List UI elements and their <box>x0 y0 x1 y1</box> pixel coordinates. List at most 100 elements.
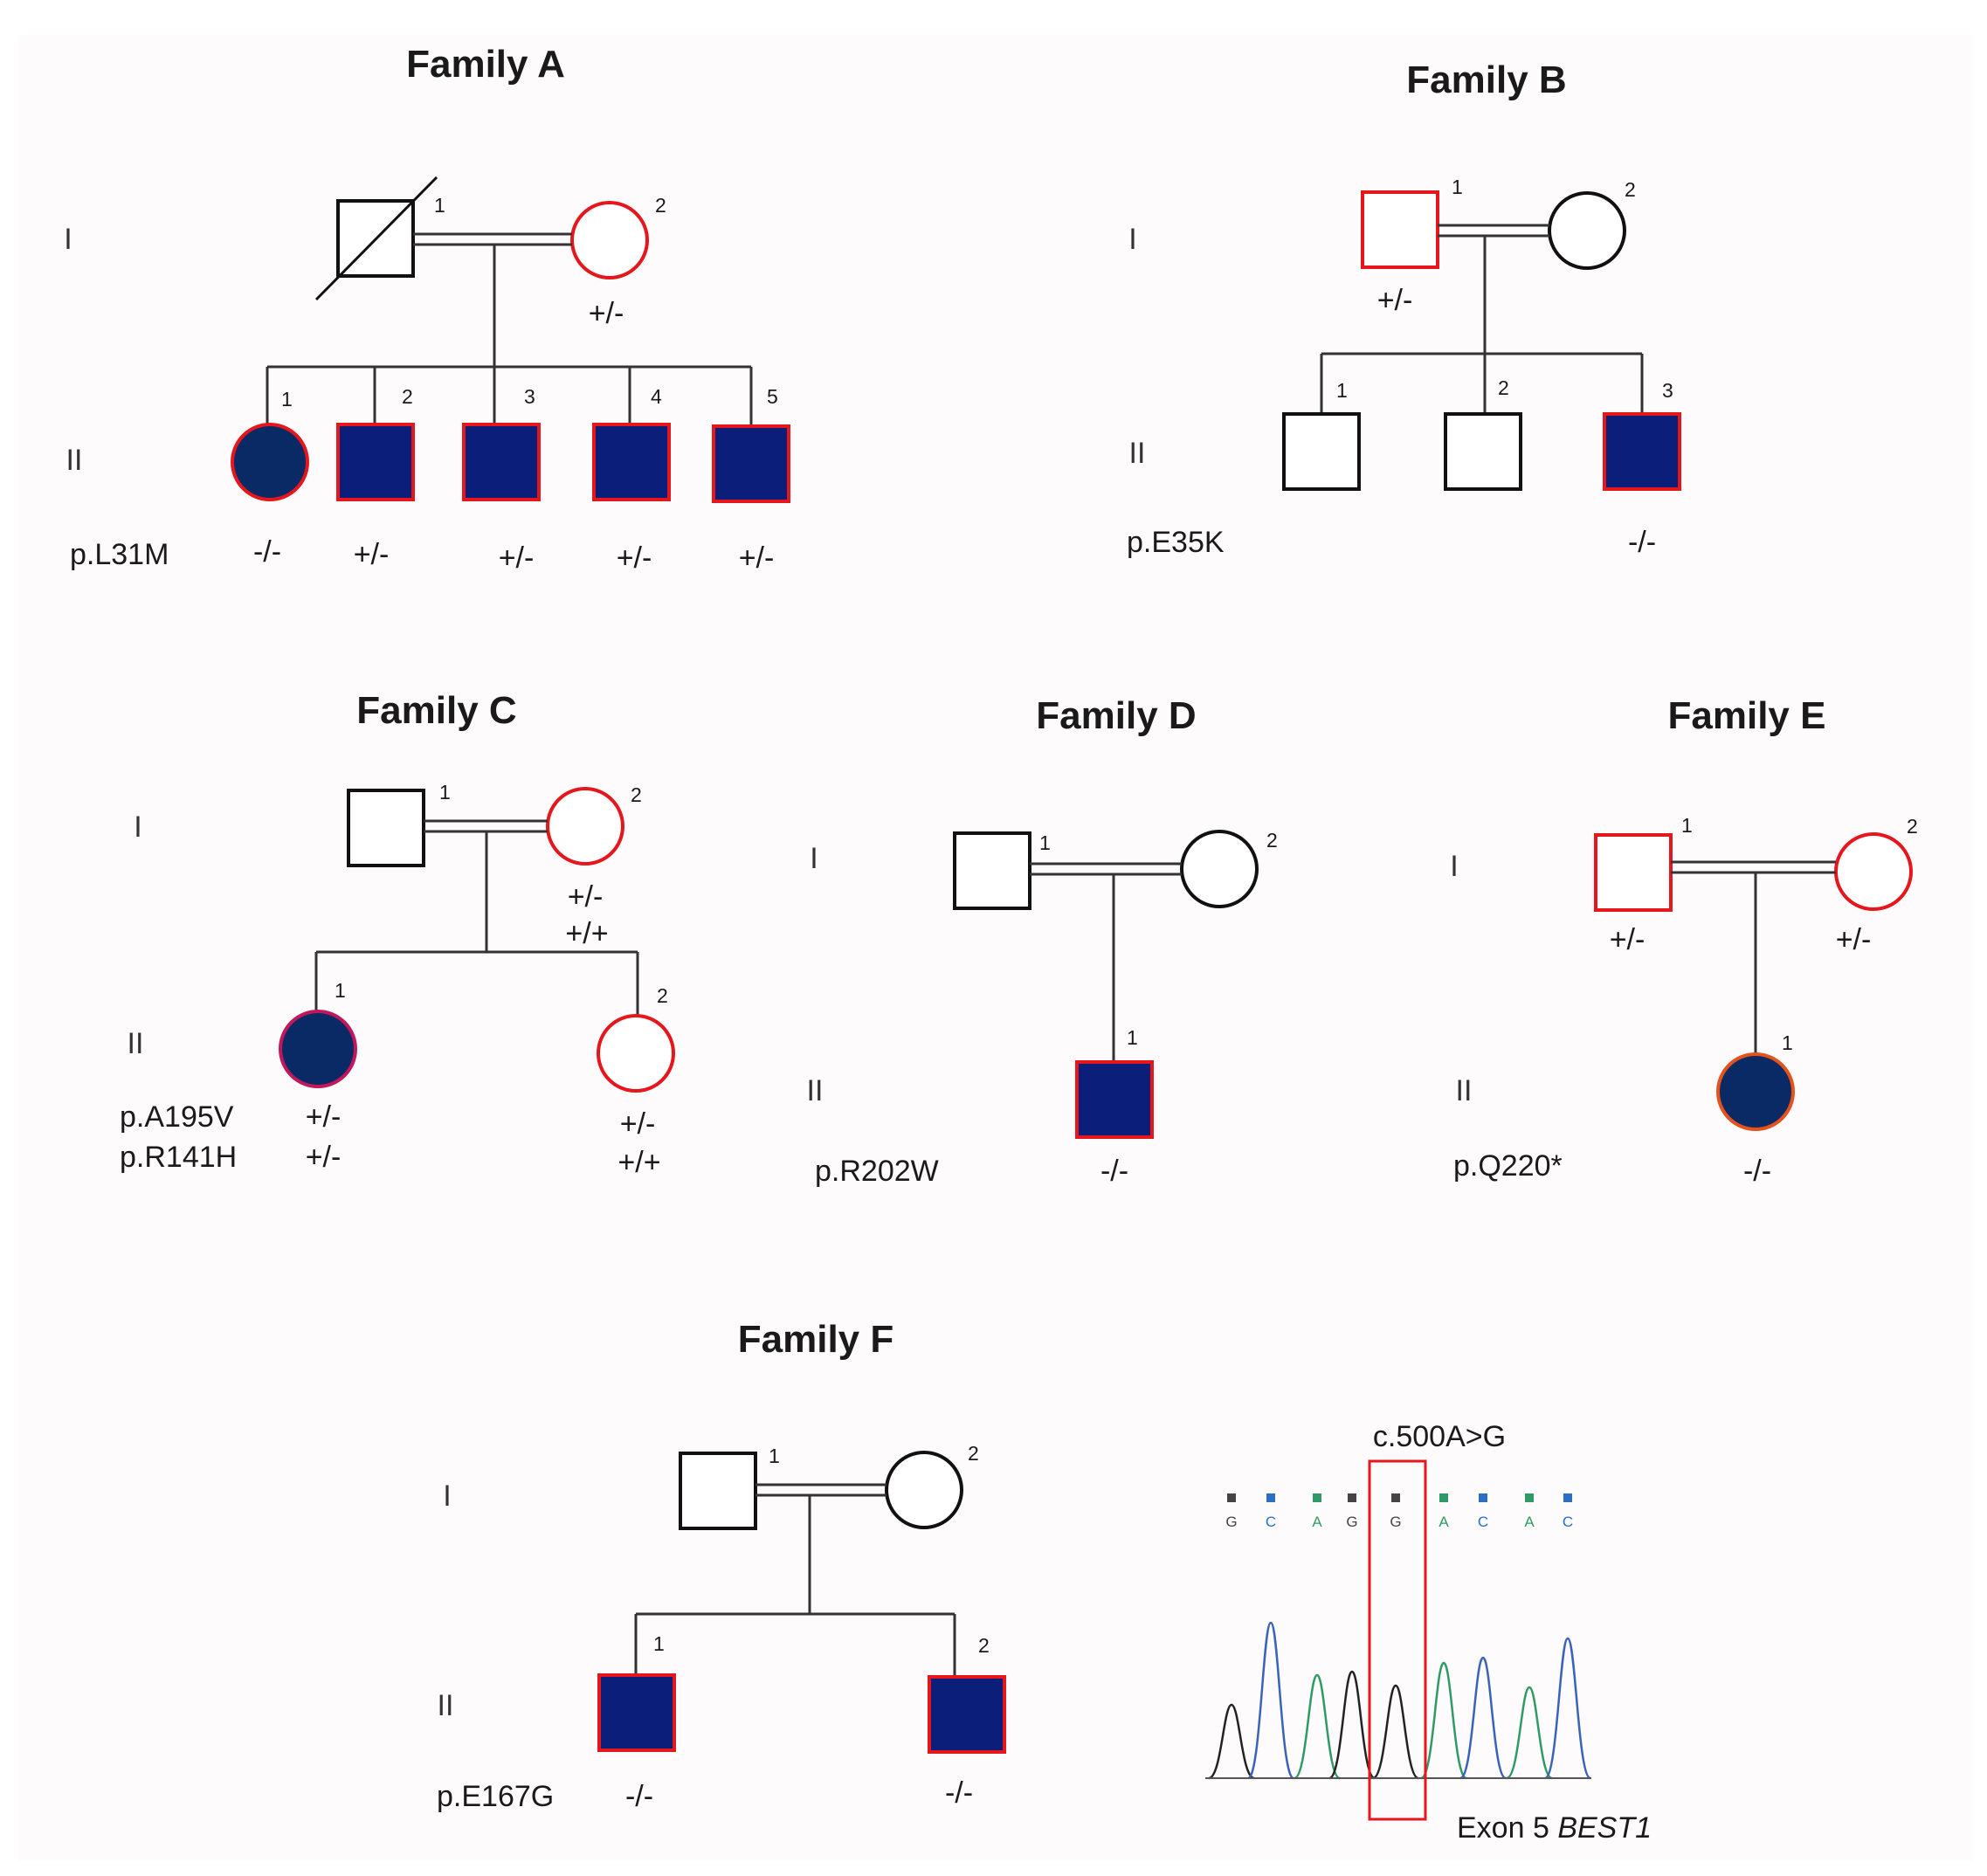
family-d-i1-number: 1 <box>1039 831 1051 854</box>
family-c-ii1-genotype-1: +/- <box>306 1100 342 1134</box>
family-f-generation-ii: II <box>438 1689 454 1722</box>
family-d-ii1-genotype: -/- <box>1100 1155 1128 1188</box>
family-e-ii1-genotype: -/- <box>1743 1155 1771 1188</box>
family-a-ii2-number: 2 <box>402 385 413 408</box>
family-e-title: Family E <box>1668 694 1826 737</box>
chromatogram-peak <box>1420 1661 1467 1780</box>
family-c-ii1-affected-female <box>279 1010 357 1088</box>
family-a-ii1-genotype: -/- <box>253 535 281 569</box>
family-e-generation-ii: II <box>1456 1074 1473 1107</box>
exon-label: Exon 5 <box>1457 1811 1557 1845</box>
family-a-ii3-affected-male <box>462 423 541 501</box>
base-call-marker <box>1391 1493 1400 1502</box>
family-a-variant: p.L31M <box>70 538 169 571</box>
family-e-i2-genotype: +/- <box>1836 923 1872 956</box>
family-a-generation-ii: II <box>66 444 83 477</box>
base-call-letter: C <box>1563 1514 1573 1530</box>
family-a-i1-number: 1 <box>434 194 445 217</box>
base-call-marker <box>1563 1493 1572 1502</box>
family-d-variant: p.R202W <box>815 1155 939 1188</box>
family-a-ii2-affected-male <box>336 423 415 501</box>
family-c-ii2-genotype-1: +/- <box>620 1107 656 1141</box>
family-c-mother-carrier-circle <box>546 787 624 866</box>
family-a-deceased-slash <box>314 176 438 301</box>
base-call-marker <box>1227 1493 1236 1502</box>
base-call-letter: A <box>1439 1514 1449 1530</box>
family-f-ii1-number: 1 <box>653 1632 665 1655</box>
base-call-marker <box>1348 1493 1356 1502</box>
base-call-letter: G <box>1390 1514 1401 1530</box>
base-call-marker <box>1479 1493 1487 1502</box>
chromatogram-peak <box>1459 1656 1507 1780</box>
family-d-generation-ii: II <box>807 1074 824 1107</box>
family-f-ii1-genotype: -/- <box>625 1780 653 1813</box>
family-e-ii1-number: 1 <box>1782 1031 1793 1054</box>
mutation-label: c.500A>G <box>1373 1420 1506 1453</box>
family-a-ii4-affected-male <box>592 423 671 501</box>
family-d-ii1-affected-male <box>1075 1060 1154 1139</box>
family-e-mother-carrier-circle <box>1834 832 1913 911</box>
family-b-ii3-number: 3 <box>1662 379 1673 402</box>
family-b-generation-i: I <box>1128 223 1136 256</box>
family-d-i2-number: 2 <box>1266 829 1278 852</box>
family-c-generation-i: I <box>134 810 141 844</box>
family-b-variant: p.E35K <box>1127 526 1225 559</box>
family-b-father-carrier-square <box>1361 190 1439 269</box>
family-b-i1-number: 1 <box>1452 176 1463 198</box>
family-c-ii2-genotype-2: +/+ <box>617 1146 660 1179</box>
family-d-generation-i: I <box>810 842 818 875</box>
family-b-title: Family B <box>1406 59 1566 101</box>
family-d-mother-circle <box>1180 830 1259 908</box>
family-b-ii3-genotype: -/- <box>1628 526 1656 559</box>
family-a-i2-number: 2 <box>655 194 666 217</box>
gene-label: BEST1 <box>1557 1811 1652 1845</box>
family-f-generation-i: I <box>443 1479 451 1513</box>
family-e-i1-genotype: +/- <box>1610 923 1645 956</box>
family-e-variant: p.Q220* <box>1453 1149 1563 1183</box>
family-c-ii2-carrier-female <box>597 1014 675 1093</box>
family-a-i2-genotype: +/- <box>589 297 624 330</box>
family-b-mother-circle <box>1548 191 1626 270</box>
family-c-variant-1: p.A195V <box>120 1100 234 1134</box>
family-c-variant-2: p.R141H <box>120 1141 237 1174</box>
family-b: Family B I II 1 2 +/- 1 2 3 p.E35K -/- <box>1127 59 1681 559</box>
chromatogram-peak <box>1543 1637 1592 1780</box>
family-a-ii1-number: 1 <box>281 388 293 410</box>
family-a: Family A I II 1 2 +/- 1 2 3 4 5 p.L31M -… <box>64 43 790 575</box>
base-call-letter: G <box>1346 1514 1357 1530</box>
family-f-father-square <box>679 1452 757 1530</box>
base-call-marker <box>1439 1493 1448 1502</box>
family-e-ii1-affected-female <box>1716 1052 1795 1131</box>
family-f-ii2-genotype: -/- <box>945 1776 973 1810</box>
family-a-mother-carrier-circle <box>570 201 649 279</box>
family-d-ii1-number: 1 <box>1127 1026 1138 1049</box>
base-call-letter: C <box>1478 1514 1488 1530</box>
family-c-i2-genotype-2: +/+ <box>565 917 608 950</box>
family-d-father-square <box>953 831 1031 910</box>
family-d: Family D I II 1 2 1 p.R202W -/- <box>807 694 1278 1188</box>
chromatogram-traces <box>1208 1621 1592 1780</box>
family-c-i2-number: 2 <box>631 783 642 806</box>
family-a-ii3-number: 3 <box>524 385 535 408</box>
family-f-variant: p.E167G <box>437 1780 554 1813</box>
family-b-i2-number: 2 <box>1625 178 1636 201</box>
family-b-ii3-affected-male <box>1603 412 1681 491</box>
family-f-ii2-number: 2 <box>978 1634 990 1657</box>
chromatogram-peak <box>1506 1686 1553 1780</box>
family-f-i1-number: 1 <box>769 1445 780 1467</box>
family-a-ii5-genotype: +/- <box>739 541 775 575</box>
family-e-i1-number: 1 <box>1681 814 1693 837</box>
family-a-ii4-genotype: +/- <box>617 541 652 575</box>
base-call-letter: C <box>1266 1514 1276 1530</box>
family-f-ii1-affected-male <box>597 1673 676 1752</box>
base-call-letter: A <box>1312 1514 1322 1530</box>
family-a-ii3-genotype: +/- <box>499 541 535 575</box>
family-c-ii1-genotype-2: +/- <box>306 1141 342 1174</box>
chromatogram-peak <box>1208 1703 1255 1780</box>
family-c-i2-genotype-1: +/- <box>568 880 604 914</box>
family-c-ii1-number: 1 <box>335 979 346 1002</box>
base-call-marker <box>1313 1493 1321 1502</box>
